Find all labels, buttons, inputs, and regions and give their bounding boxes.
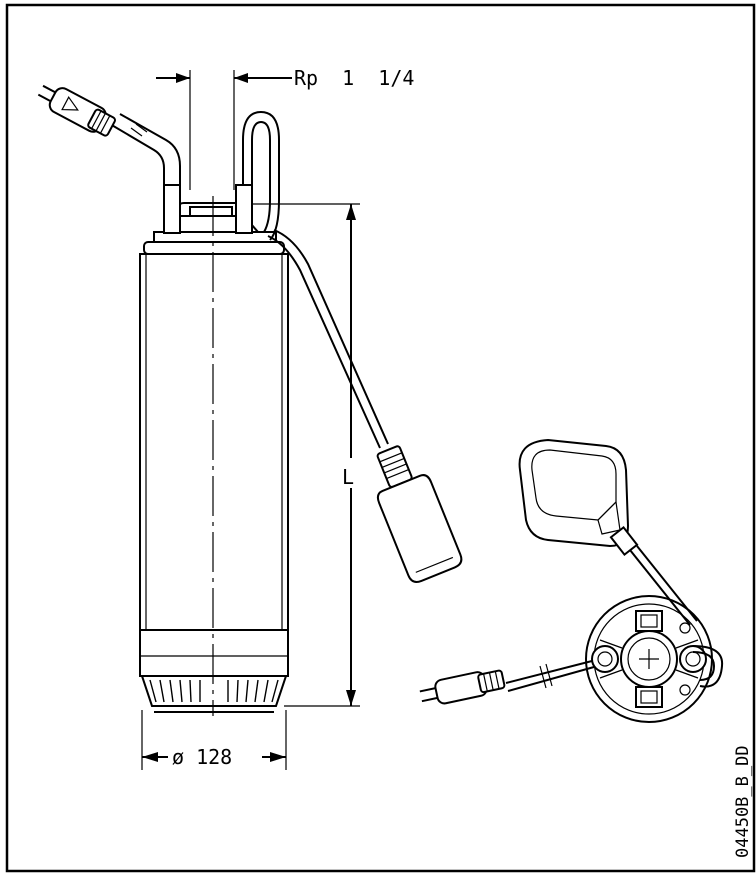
thread-dimension: Rp 1 1/4	[156, 66, 414, 190]
pump-top-view	[585, 595, 713, 723]
float-switch-loop	[242, 110, 280, 241]
diameter-dimension: ø 128	[141, 710, 287, 770]
pump-body	[139, 196, 289, 716]
length-dimension: L	[252, 203, 360, 707]
top-view-plug-icon	[419, 669, 506, 705]
strainer-slots	[149, 679, 279, 703]
power-plug-icon	[37, 84, 116, 137]
diameter-label: ø 128	[172, 745, 232, 769]
drawing-frame	[5, 3, 756, 873]
cable-glands	[163, 184, 253, 234]
length-label: L	[342, 465, 354, 489]
float-switch-top-icon	[518, 438, 639, 556]
float-switch-icon	[376, 445, 463, 583]
top-view-power-cable	[505, 660, 595, 692]
power-cable	[109, 113, 181, 185]
drawing-id-label: 04450B_B_DD	[733, 745, 753, 858]
float-switch-cable	[267, 229, 389, 449]
thread-size-label: Rp 1 1/4	[294, 66, 414, 90]
